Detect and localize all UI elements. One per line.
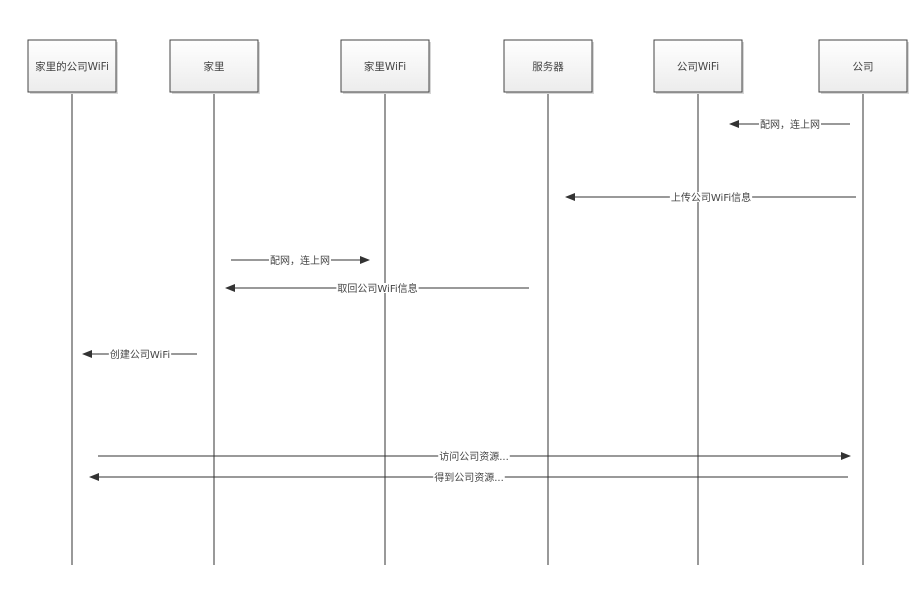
message-label: 访问公司资源... <box>439 450 509 463</box>
participant-label: 家里WiFi <box>364 60 406 73</box>
message-2[interactable]: 上传公司WiFi信息 <box>565 191 856 204</box>
message-label: 配网，连上网 <box>760 118 820 131</box>
message-label: 创建公司WiFi <box>110 348 170 361</box>
participant-label: 服务器 <box>532 60 564 73</box>
participant-label: 公司 <box>853 61 874 73</box>
participant-box <box>503 39 593 93</box>
message-4[interactable]: 取回公司WiFi信息 <box>225 282 529 295</box>
message-label: 上传公司WiFi信息 <box>671 191 751 204</box>
message-1[interactable]: 配网，连上网 <box>729 118 850 131</box>
participant-server[interactable]: 服务器 <box>503 39 594 94</box>
participant-company_wifi[interactable]: 公司WiFi <box>653 39 744 94</box>
participant-box <box>340 39 430 93</box>
message-label-bg <box>438 451 510 461</box>
message-label-bg <box>433 472 505 482</box>
message-label: 取回公司WiFi信息 <box>337 282 417 295</box>
message-label: 配网，连上网 <box>270 254 330 267</box>
participant-box <box>169 39 259 93</box>
participant-home_company_wifi[interactable]: 家里的公司WiFi <box>27 39 118 94</box>
participant-box <box>27 39 117 93</box>
participant-home_wifi[interactable]: 家里WiFi <box>340 39 431 94</box>
participant-label: 家里 <box>204 60 225 73</box>
message-label: 得到公司资源... <box>434 471 504 484</box>
participant-label: 公司WiFi <box>677 61 719 73</box>
participant-box <box>653 39 743 93</box>
message-label-bg <box>336 283 419 293</box>
participant-home[interactable]: 家里 <box>169 39 260 94</box>
message-label-bg <box>269 255 331 265</box>
message-label-bg <box>108 349 172 359</box>
message-6[interactable]: 访问公司资源... <box>98 450 851 463</box>
participant-company[interactable]: 公司 <box>818 39 909 94</box>
message-5[interactable]: 创建公司WiFi <box>82 348 197 361</box>
participant-label: 家里的公司WiFi <box>35 60 109 73</box>
message-label-bg <box>669 192 753 202</box>
participant-box <box>818 39 908 93</box>
message-7[interactable]: 得到公司资源... <box>89 471 848 484</box>
message-label-bg <box>759 119 821 129</box>
message-3[interactable]: 配网，连上网 <box>231 254 370 267</box>
